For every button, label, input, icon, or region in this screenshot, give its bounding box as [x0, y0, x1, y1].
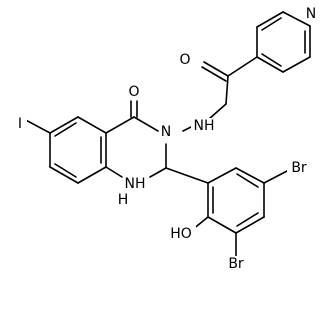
dibromophenol-ring — [165, 167, 290, 257]
atom-labels: N O NH O N I NH H HO Br Br — [15, 5, 318, 272]
n1-hydrogen-label: H — [118, 192, 129, 208]
amide-nh-label: NH — [194, 118, 215, 134]
bromine-bottom-label: Br — [228, 256, 244, 272]
amide-oxygen-label: O — [179, 52, 190, 68]
ring-nh1-label: NH — [125, 176, 146, 192]
ring-n3-label: N — [161, 124, 171, 140]
pyridine-nitrogen-label: N — [306, 6, 316, 22]
quinazolinone-core — [21, 100, 167, 184]
bromine-top-label: Br — [291, 160, 307, 176]
pyridine-ring — [256, 11, 311, 73]
iodine-label: I — [18, 116, 22, 132]
ring-carbonyl-oxygen-label: O — [128, 84, 139, 100]
hydroxyl-label: HO — [170, 226, 192, 242]
